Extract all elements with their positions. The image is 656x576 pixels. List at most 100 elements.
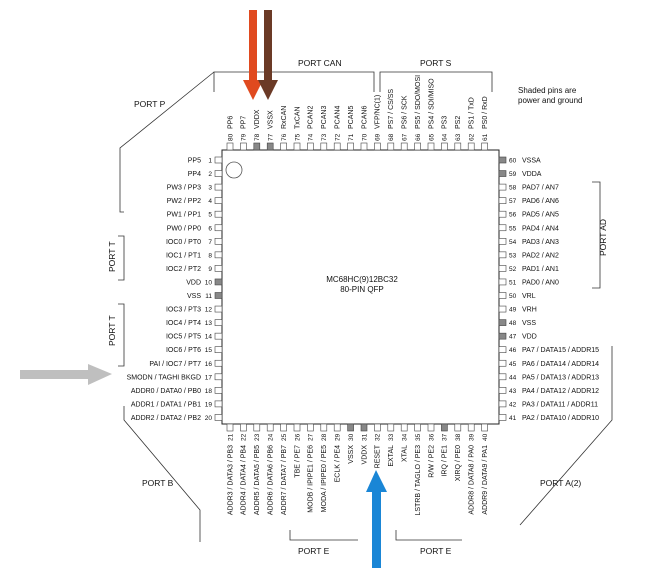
pin-47 <box>498 332 507 340</box>
pin-4 <box>214 197 223 204</box>
pin-number-3: 3 <box>208 185 212 192</box>
pin-label-14: IOC5 / PT5 <box>166 334 201 341</box>
pin-37 <box>441 423 448 432</box>
pin-80 <box>226 142 234 151</box>
pin-label-19: ADDR1 / DATA1 / PB1 <box>131 401 201 408</box>
port-e-label: PORT E <box>298 546 330 556</box>
pin-8 <box>214 251 223 259</box>
pin-number-18: 18 <box>205 388 213 395</box>
pin-label-62: PS1 / TxD <box>469 97 476 129</box>
pin-60 <box>498 156 507 164</box>
pin-number-32: 32 <box>375 433 382 441</box>
pin-51 <box>498 278 507 286</box>
pin-label-57: PAD6 / AN6 <box>522 198 559 205</box>
pin-number-54: 54 <box>509 239 517 246</box>
pin-32 <box>374 423 381 432</box>
pin-44 <box>498 373 507 381</box>
pin-number-52: 52 <box>509 266 517 273</box>
pin-label-1: PP5 <box>188 158 201 165</box>
pin-label-36: R/W / PE2 <box>428 445 435 478</box>
pin-46 <box>498 346 507 354</box>
pin-72 <box>333 142 341 151</box>
pin-label-39: ADDR8 / DATA8 / PA0 <box>469 445 476 515</box>
pin-number-49: 49 <box>509 307 517 314</box>
pin-34 <box>400 423 408 432</box>
pin-label-76: RxCAN <box>281 106 288 129</box>
pin-label-49: VRH <box>522 307 537 314</box>
pin-9 <box>214 265 223 272</box>
pin-label-45: PA6 / DATA14 / ADDR14 <box>522 361 599 368</box>
pin-71 <box>347 142 354 151</box>
pin-21 <box>226 423 234 432</box>
pin-number-13: 13 <box>205 320 213 327</box>
pin-label-20: ADDR2 / DATA2 / PB2 <box>131 415 201 422</box>
pin-number-74: 74 <box>308 133 315 141</box>
pin-label-72: PCAN4 <box>335 106 342 129</box>
pin-68 <box>387 142 395 151</box>
pin-label-74: PCAN2 <box>308 106 315 129</box>
pin-label-67: PS6 / SCK <box>402 95 409 129</box>
pin-number-42: 42 <box>509 401 517 408</box>
pin-39 <box>467 423 475 432</box>
pin-label-17: SMODN / TAGHI BKGD <box>127 374 201 381</box>
pin-label-32: RESET <box>375 444 382 468</box>
pin-number-57: 57 <box>509 198 517 205</box>
red-arrow <box>243 10 263 100</box>
pin-number-17: 17 <box>205 374 213 381</box>
pin-label-11: VSS <box>187 293 201 300</box>
pin-number-31: 31 <box>361 433 368 441</box>
pin-number-4: 4 <box>208 198 212 205</box>
pin-number-5: 5 <box>208 212 212 219</box>
pin-label-33: EXTAL <box>388 445 395 467</box>
port-e2-label: PORT E <box>420 546 452 556</box>
pin-label-22: ADDR4 / DATA4 / PB4 <box>241 445 248 515</box>
pin-label-69: VFP/NC(1) <box>375 95 382 129</box>
pin-75 <box>293 142 301 151</box>
pin-label-66: PS5 / SDO/MOSI <box>415 75 422 129</box>
pin-20 <box>214 414 223 421</box>
pin-label-18: ADDR0 / DATA0 / PB0 <box>131 388 201 395</box>
pin-45 <box>498 359 507 367</box>
pin-number-70: 70 <box>361 133 368 141</box>
gray-arrow <box>20 364 112 385</box>
pin-number-15: 15 <box>205 347 213 354</box>
pin-5 <box>214 210 223 218</box>
pin-28 <box>320 423 328 432</box>
pin-number-53: 53 <box>509 252 517 259</box>
pin-number-35: 35 <box>415 433 422 441</box>
pin-number-19: 19 <box>205 401 213 408</box>
chip-package: 80-PIN QFP <box>340 285 384 294</box>
pin-57 <box>498 197 507 204</box>
pin-26 <box>293 423 301 432</box>
pin-label-21: ADDR3 / DATA3 / PB3 <box>227 445 234 515</box>
pin-number-40: 40 <box>482 433 489 441</box>
pin-label-25: ADDR7 / DATA7 / PB7 <box>281 445 288 515</box>
pin-number-65: 65 <box>428 133 435 141</box>
pin-number-34: 34 <box>402 433 409 441</box>
pin-number-41: 41 <box>509 415 517 422</box>
pin-10 <box>214 278 223 286</box>
pin-number-16: 16 <box>205 361 213 368</box>
pin-label-53: PAD2 / AN2 <box>522 252 559 259</box>
pin-label-5: PW1 / PP1 <box>167 212 201 219</box>
pin-number-29: 29 <box>335 433 342 441</box>
pin-16 <box>214 359 223 367</box>
chip-body <box>221 149 500 425</box>
pin-number-69: 69 <box>375 133 382 141</box>
pin-label-35: LSTRB / TAGLO / PE3 <box>415 445 422 516</box>
pin-number-48: 48 <box>509 320 517 327</box>
pin-number-47: 47 <box>509 334 517 341</box>
pin-label-40: ADDR9 / DATA9 / PA1 <box>482 445 489 515</box>
pin-label-27: MODB / IPIPE1 / PE6 <box>308 445 315 513</box>
pin-65 <box>427 142 435 151</box>
pin-label-38: XIRQ / PE0 <box>455 445 462 481</box>
port-a-label: PORT A(2) <box>540 478 581 488</box>
pin-label-47: VDD <box>522 334 537 341</box>
pin-label-78: VDDX <box>254 109 261 129</box>
pin-label-13: IOC4 / PT4 <box>166 320 201 327</box>
pin-number-1: 1 <box>208 158 212 165</box>
pin-number-62: 62 <box>469 133 476 141</box>
pin-number-61: 61 <box>482 133 489 141</box>
